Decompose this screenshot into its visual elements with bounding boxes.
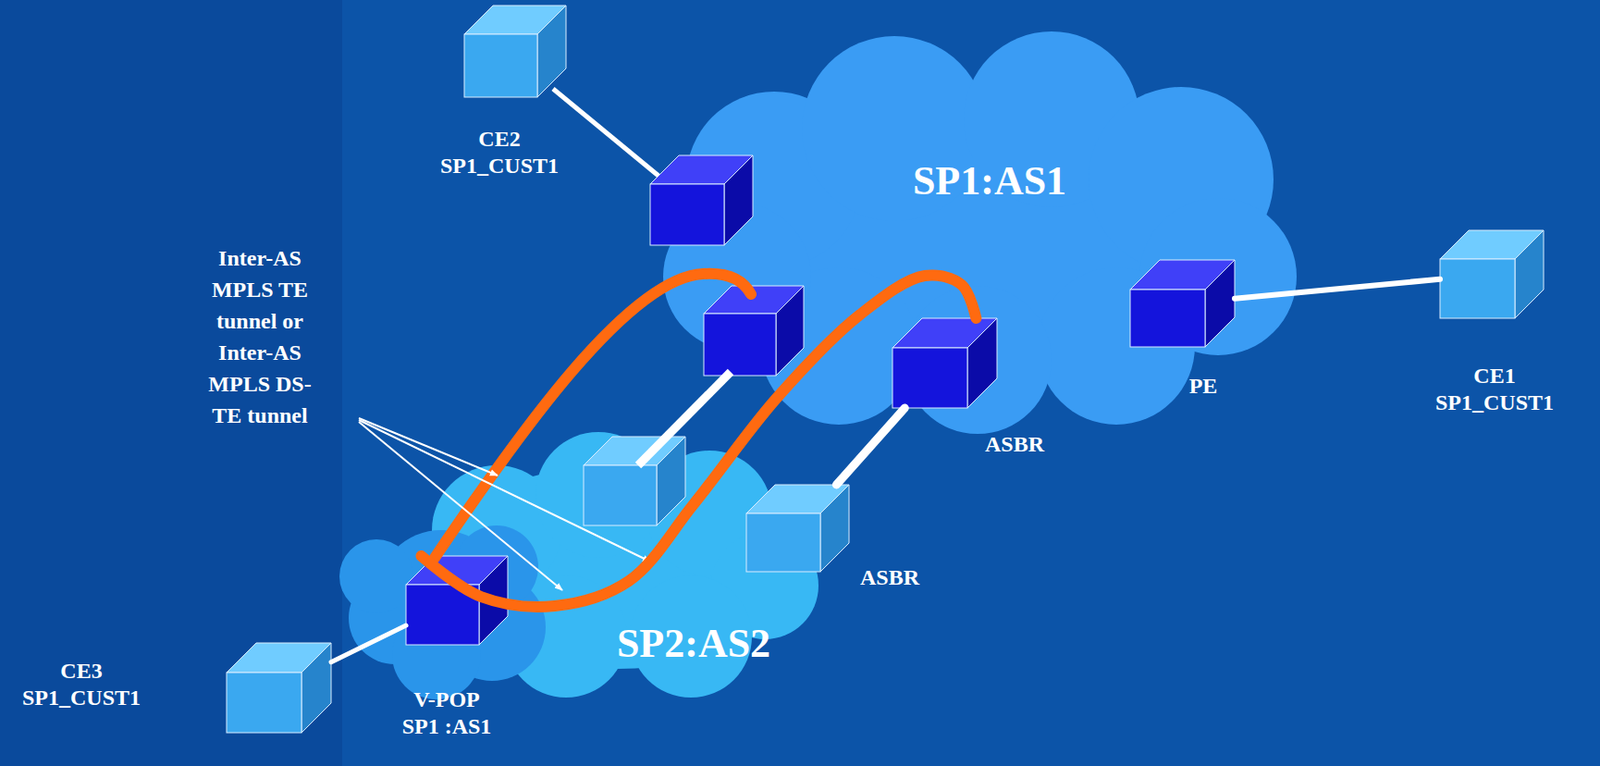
cube-side xyxy=(775,285,804,376)
link-line xyxy=(1234,279,1440,299)
cube-front xyxy=(650,184,725,246)
network-device: PE xyxy=(1130,259,1235,347)
te-tunnel xyxy=(421,274,977,606)
cube-front xyxy=(1130,289,1206,347)
cube-front xyxy=(226,672,302,733)
access-link xyxy=(553,88,659,176)
cloud-lobe xyxy=(339,539,414,614)
cube-front xyxy=(464,34,538,98)
te-tunnel xyxy=(434,273,751,558)
device-icon xyxy=(892,318,997,408)
region-title: SP1:AS1 xyxy=(869,157,1110,207)
device-icon xyxy=(1130,259,1235,347)
device-icon xyxy=(746,484,850,572)
cube-side xyxy=(1205,259,1235,347)
cube-front xyxy=(703,313,776,376)
cube-side xyxy=(301,642,332,733)
network-device: CE1 SP1_CUST1 xyxy=(1440,230,1544,319)
device-icon xyxy=(464,5,567,98)
router-icon xyxy=(703,285,804,376)
device-label: CE2 SP1_CUST1 xyxy=(430,125,569,180)
leader-arrow xyxy=(358,421,563,591)
network-device: ASBR xyxy=(746,484,850,572)
leader-arrow xyxy=(358,419,651,562)
device-label: V-POP SP1 :AS1 xyxy=(394,686,499,740)
network-device: ASBR xyxy=(892,318,997,408)
network-device: CE2 SP1_CUST1 xyxy=(464,5,567,98)
network-device: CE3 SP1_CUST1 xyxy=(226,642,332,733)
edge-group xyxy=(331,274,1440,662)
cloud-fill xyxy=(663,31,1297,434)
router-icon xyxy=(650,155,753,246)
cube-front xyxy=(583,465,657,526)
inter-as-link xyxy=(638,371,731,466)
cloud-region: ASBRV-POP SP1 :AS1SP2:AS2 xyxy=(413,428,816,694)
region-title: SP2:AS2 xyxy=(582,619,805,669)
link-line xyxy=(331,625,407,663)
cube-side xyxy=(820,484,850,572)
device-label: PE xyxy=(1166,372,1241,400)
cube-front xyxy=(1440,258,1515,319)
device-label: CE3 SP1_CUST1 xyxy=(12,657,151,712)
device-label: CE1 SP1_CUST1 xyxy=(1425,362,1564,417)
background-strip xyxy=(0,0,343,766)
cube-front xyxy=(892,347,968,408)
cube-front xyxy=(746,513,821,572)
cloud-region: ASBR PE SP1:AS1 xyxy=(663,40,1286,429)
device-label: ASBR xyxy=(963,430,1066,458)
device-label: ASBR xyxy=(838,564,941,591)
link-line xyxy=(836,407,905,485)
callout-text: Inter-AS MPLS TE tunnel or Inter-AS MPLS… xyxy=(199,242,320,431)
cube-side xyxy=(1514,230,1544,319)
device-icon xyxy=(1440,230,1544,319)
cube-side xyxy=(537,5,567,98)
cube-side xyxy=(724,155,753,246)
cube-side xyxy=(967,318,997,408)
router-icon xyxy=(583,436,686,526)
device-icon xyxy=(226,642,332,733)
leader-arrow xyxy=(358,418,498,476)
